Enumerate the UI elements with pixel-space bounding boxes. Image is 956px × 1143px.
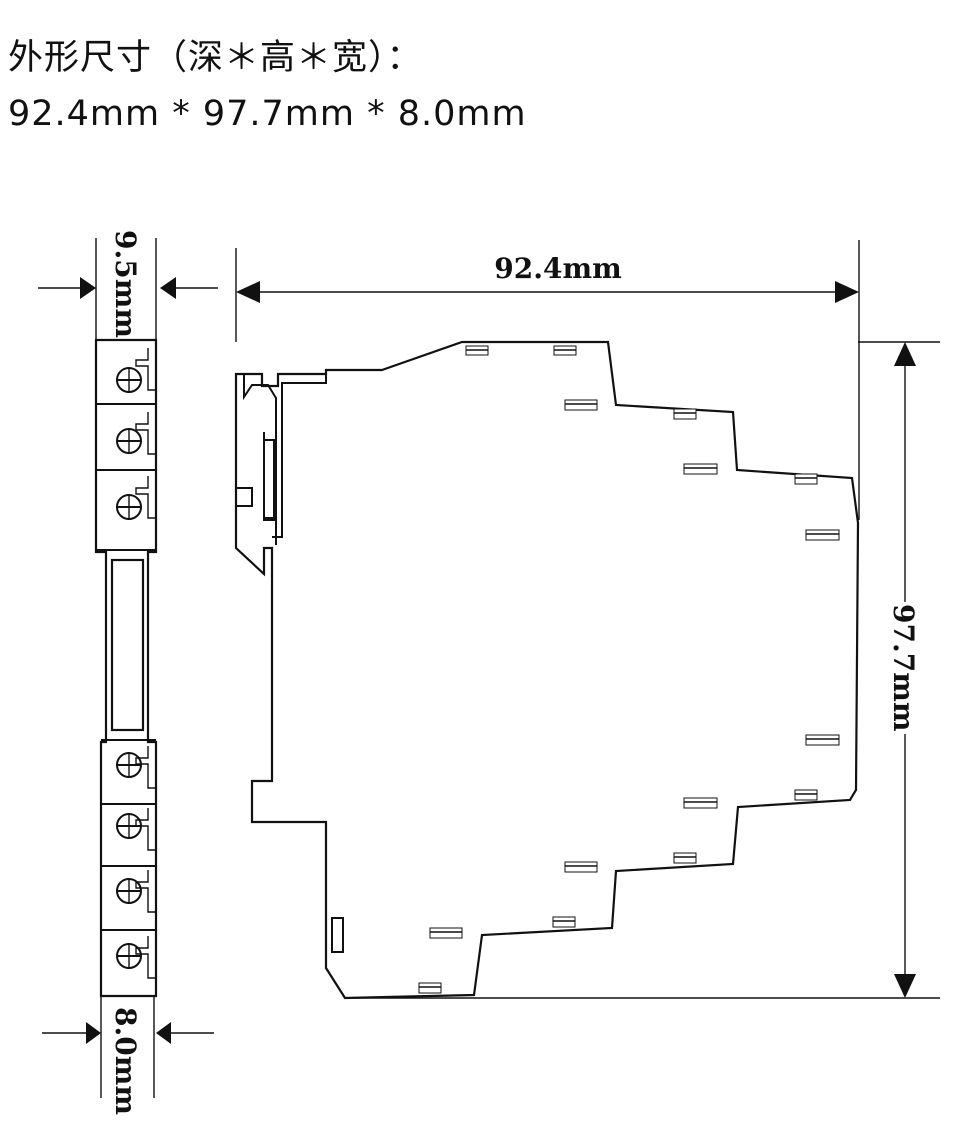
dimension-values: 92.4mm * 97.7mm * 8.0mm xyxy=(8,94,527,134)
side-view xyxy=(234,340,860,1000)
up-arrow-icon xyxy=(894,342,916,366)
vent-slot xyxy=(794,789,818,801)
vent-slot xyxy=(552,916,576,928)
screw-icon xyxy=(116,943,142,969)
height-label: 97.7mm xyxy=(887,604,920,731)
left-arrow-icon xyxy=(86,1022,101,1044)
depth-label: 92.4mm xyxy=(494,252,621,285)
left-arrow-icon xyxy=(236,281,260,303)
right-arrow-icon xyxy=(835,281,859,303)
front-view xyxy=(94,338,158,998)
screw-icon xyxy=(116,367,142,393)
vent-slot xyxy=(564,399,598,411)
dimension-title: 外形尺寸（深＊高＊宽）： xyxy=(8,38,423,78)
front-view-width-dimensions: 9.5mm 8.0mm xyxy=(38,230,218,1115)
screw-icon xyxy=(116,813,142,839)
vent-slot xyxy=(429,927,463,939)
down-arrow-icon xyxy=(894,974,916,998)
terminal-block-lower xyxy=(101,746,156,979)
left-arrow-icon xyxy=(80,277,96,299)
label-slot xyxy=(331,917,344,953)
vent-slot xyxy=(794,473,818,485)
top-width-label: 9.5mm xyxy=(109,230,142,338)
screw-icon xyxy=(116,428,142,454)
vent-slot xyxy=(683,463,718,475)
screw-icon xyxy=(116,494,142,520)
vent-slots xyxy=(418,345,840,994)
right-arrow-icon xyxy=(156,1022,171,1044)
vent-slot xyxy=(805,529,840,541)
terminal-block-upper xyxy=(96,348,156,520)
vent-slot xyxy=(673,852,697,864)
vent-slot xyxy=(683,797,718,809)
center-window xyxy=(110,558,145,732)
screw-icon xyxy=(116,752,142,778)
screw-icon xyxy=(116,878,142,904)
dimension-title-block: 外形尺寸（深＊高＊宽）： 92.4mm * 97.7mm * 8.0mm xyxy=(8,30,908,142)
vent-slot xyxy=(673,408,697,420)
side-view-dimensions: 92.4mm 97.7mm xyxy=(235,240,940,999)
din-clip-slot xyxy=(263,439,275,519)
vent-slot xyxy=(418,982,442,994)
right-arrow-icon xyxy=(160,277,176,299)
vent-slot xyxy=(564,861,598,873)
vent-slot xyxy=(805,734,840,746)
bottom-width-label: 8.0mm xyxy=(109,1007,142,1115)
